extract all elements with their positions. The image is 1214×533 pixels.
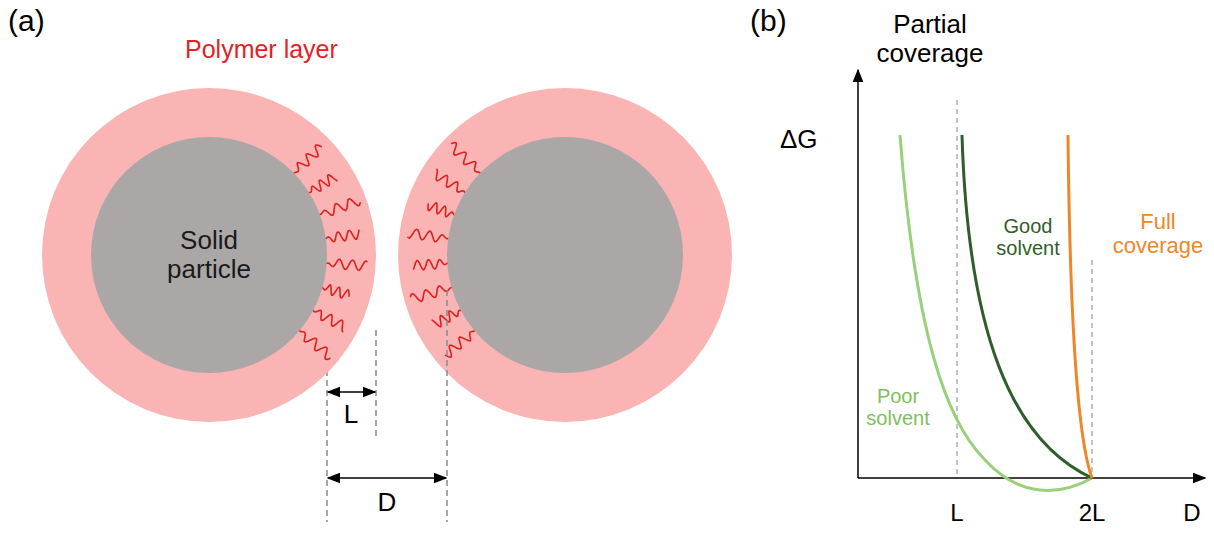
- polymer-chain: [322, 285, 349, 298]
- axis-label: ΔG: [780, 125, 818, 154]
- polymer-chain: [313, 310, 343, 331]
- polymer-chain: [428, 203, 454, 217]
- curve-label: Good solvent: [992, 215, 1064, 259]
- good-solvent-curve: [962, 135, 1092, 478]
- panel-label: (a): [8, 4, 45, 37]
- axis-label: D: [1183, 500, 1200, 526]
- polymer-chain: [309, 175, 337, 193]
- regime-label: Partial coverage: [865, 10, 995, 67]
- dimension-guide: [375, 330, 377, 440]
- axis-guide: [1091, 260, 1092, 478]
- polymer-chain: [320, 199, 360, 216]
- polymer-chain: [452, 143, 480, 174]
- polymer-chain: [408, 229, 448, 241]
- dimension-arrow: [328, 391, 375, 393]
- solid-particle-circle: [447, 137, 683, 373]
- panel-label: (b): [750, 4, 787, 37]
- circle-fill: [42, 88, 376, 422]
- dimension-label: D: [378, 488, 397, 517]
- polymer-chain: [326, 230, 359, 242]
- circle-fill: [91, 137, 327, 373]
- dimension-arrow: [328, 477, 446, 479]
- polymer-chain: [414, 260, 448, 270]
- polymer-layer-circle: [398, 88, 732, 422]
- dimension-label: L: [344, 400, 358, 429]
- curve-label: Poor solvent: [862, 385, 934, 429]
- solid-particle-circle: Solid particle: [91, 137, 327, 373]
- tick-label: L: [950, 500, 963, 526]
- polymer-chain: [446, 331, 475, 358]
- polymer-chain: [299, 331, 329, 360]
- polymer-layer-circle: Polymer layerSolid particle: [42, 88, 376, 422]
- curve-label: Full coverage: [1110, 210, 1206, 258]
- polymer-chain: [327, 259, 367, 270]
- y-axis: [857, 70, 859, 478]
- poor-solvent-curve: [900, 135, 1092, 490]
- polymer-chain: [436, 169, 465, 192]
- x-axis: [858, 477, 1205, 479]
- full-coverage-curve: [1068, 135, 1092, 478]
- polymer-chain: [294, 145, 321, 173]
- dimension-guide: [446, 290, 448, 522]
- polymer-chain: [411, 286, 452, 301]
- tick-label: 2L: [1079, 500, 1106, 526]
- polymer-layer-label: Polymer layer: [185, 36, 338, 64]
- particle-label: Solid particle: [144, 226, 274, 283]
